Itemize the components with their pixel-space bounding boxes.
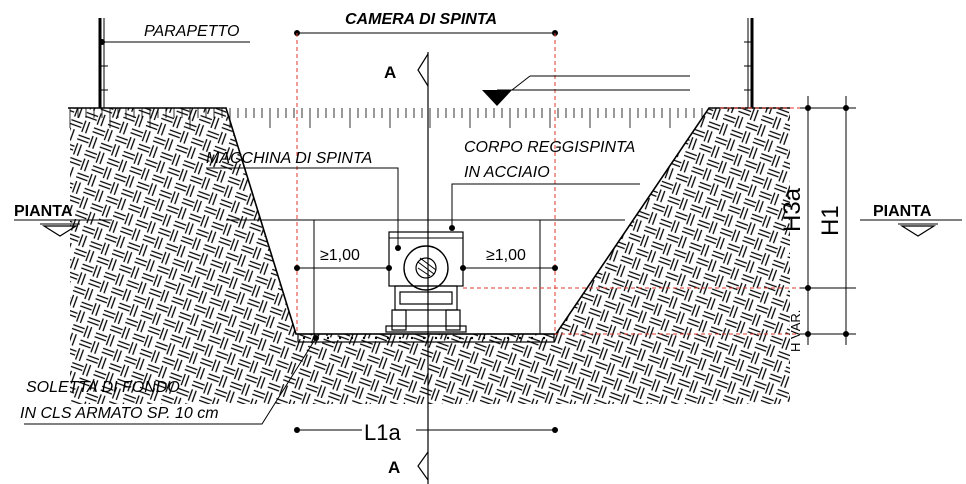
- h1-label: H1: [817, 205, 844, 236]
- clearance-right: ≥1,00: [486, 247, 526, 264]
- pianta-left-icon: [41, 225, 79, 237]
- level-marker-icon: [482, 90, 512, 106]
- base-slab: [297, 333, 555, 343]
- pianta-right-icon: [899, 225, 937, 237]
- macchina-label: MACCHINA DI SPINTA: [206, 150, 372, 167]
- pianta-left-label: PIANTA: [14, 203, 73, 220]
- camera-label: CAMERA DI SPINTA: [345, 11, 497, 28]
- soletta-label-line1: SOLETTA DI FONDO: [26, 379, 180, 396]
- section-mark-top: A: [384, 63, 396, 82]
- hvar-label: H VAR.: [788, 310, 803, 352]
- slab-reinforcement: [302, 336, 546, 340]
- left-parapet: [98, 18, 108, 108]
- soletta-label-line2: IN CLS ARMATO SP. 10 cm: [20, 405, 219, 422]
- soil-fill-lower: [230, 376, 560, 404]
- right-parapet: [744, 18, 754, 108]
- l1a-label: L1a: [364, 420, 401, 445]
- pianta-right-label: PIANTA: [873, 203, 932, 220]
- thrust-machine: [385, 231, 467, 333]
- section-arrow-top-icon: [417, 53, 429, 87]
- h3a-label: H3a: [779, 187, 806, 232]
- corpo-label-line2: IN ACCIAIO: [464, 164, 550, 181]
- corpo-label-line1: CORPO REGGISPINTA: [464, 139, 635, 156]
- soil-fill: [70, 108, 790, 404]
- excavation-void: [226, 108, 709, 334]
- clearance-left: ≥1,00: [320, 247, 360, 264]
- ground-surface-ticks: [69, 108, 703, 128]
- section-arrow-bottom-icon: [417, 451, 429, 481]
- parapetto-label: PARAPETTO: [144, 23, 239, 40]
- section-mark-bottom: A: [388, 458, 400, 477]
